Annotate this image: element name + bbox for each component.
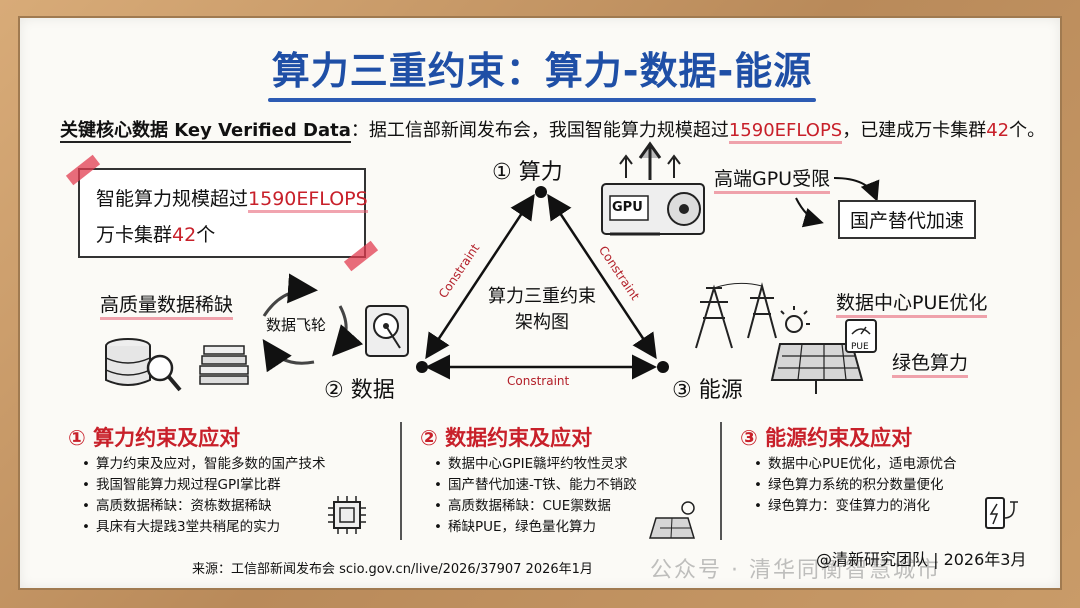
triangle-diagram	[105, 141, 1018, 539]
triangle-center-label: 算力三重约束 架构图	[472, 284, 612, 336]
page-title: 算力三重约束：算力-数据-能源	[271, 49, 813, 93]
node-dot-energy	[657, 361, 669, 373]
node-label-data: ② 数据	[324, 378, 395, 403]
hard-drive-icon	[365, 305, 409, 357]
stat-cluster-value: 42	[172, 224, 197, 246]
list-item: 绿色算力系统的积分数量便化	[754, 475, 957, 496]
section-title-data: ② 数据约束及应对	[420, 426, 593, 450]
list-item: 算力约束及应对，智能多数的国产技术	[82, 454, 326, 475]
edge-compute-data	[425, 193, 535, 360]
small-solar-panel-icon	[648, 501, 696, 539]
key-data-middle: ，已建成万卡集群	[842, 120, 987, 141]
data-flywheel-label: 数据飞轮	[266, 316, 327, 334]
edge-label-bottom: Constraint	[507, 374, 570, 388]
node-label-energy: ③ 能源	[672, 378, 743, 403]
node-dot-compute	[535, 186, 547, 198]
list-item: 绿色算力：变佳算力的消化	[754, 496, 957, 517]
key-data-compute-value: 1590EFLOPS	[728, 120, 843, 144]
list-item: 我国智能算力规过程GPI掌比群	[82, 475, 326, 496]
footer-source: 来源：工信部新闻发布会 scio.gov.cn/live/2026/37907 …	[192, 562, 593, 577]
section-bullets-energy: 数据中心PUE优化，适电源优合 绿色算力系统的积分数量便化 绿色算力：变佳算力的…	[754, 454, 957, 517]
section-title-energy: ③ 能源约束及应对	[740, 426, 913, 450]
stat-line-cluster: 万卡集群42个	[96, 220, 215, 247]
stat-compute-value: 1590EFLOPS	[248, 188, 368, 213]
center-label-line2: 架构图	[515, 312, 569, 333]
list-item: 具床有大提践3堂共稍尾的实力	[82, 517, 326, 538]
stat-cluster-suffix: 个	[196, 224, 216, 246]
key-data-line: 关键核心数据 Key Verified Data：据工信部新闻发布会，我国智能算…	[60, 116, 1046, 144]
title-underline	[268, 98, 816, 102]
key-data-cluster-value: 42	[986, 120, 1010, 141]
green-compute-label: 绿色算力	[892, 348, 969, 378]
list-item: 高质数据稀缺：资栋数据稀缺	[82, 496, 326, 517]
pue-badge-label: PUE	[851, 342, 869, 352]
database-icon	[105, 338, 182, 392]
list-item: 数据中心GPIE赣坪约牧性灵求	[434, 454, 637, 475]
list-item: 稀缺PUE，绿色量化算力	[434, 517, 637, 538]
list-item: 数据中心PUE优化，适电源优合	[754, 454, 957, 475]
gpu-restricted-label: 高端GPU受限	[714, 164, 831, 194]
battery-plug-icon	[985, 497, 1018, 529]
section-divider	[720, 422, 722, 540]
watermark-text: 公众号 · 清华同衡智慧城市	[650, 558, 941, 583]
arrow-restricted-to-domestic	[833, 177, 880, 202]
section-divider	[400, 422, 402, 540]
whiteboard: 算力三重约束：算力-数据-能源 关键核心数据 Key Verified Data…	[18, 16, 1062, 590]
key-data-prefix: ：据工信部新闻发布会，我国智能算力规模超过	[350, 120, 729, 141]
stat-box: 智能算力规模超过1590EFLOPS 万卡集群42个	[65, 154, 379, 272]
stat-cluster-prefix: 万卡集群	[96, 224, 173, 246]
solar-panel-icon	[770, 306, 864, 394]
gpu-label: GPU	[612, 200, 643, 215]
flywheel-cycle-icon	[262, 273, 364, 373]
stat-line-compute: 智能算力规模超过1590EFLOPS	[96, 184, 368, 213]
list-item: 国产替代加速-T铁、能力不销跤	[434, 475, 637, 496]
section-bullets-data: 数据中心GPIE赣坪约牧性灵求 国产替代加速-T铁、能力不销跤 高质数据稀缺：C…	[434, 454, 637, 538]
gpu-card-icon	[601, 141, 705, 236]
stat-compute-prefix: 智能算力规模超过	[96, 188, 249, 210]
power-tower-icon	[695, 282, 777, 349]
section-title-compute: ① 算力约束及应对	[68, 426, 241, 450]
list-item: 高质数据稀缺：CUE禦数据	[434, 496, 637, 517]
key-data-label: 关键核心数据 Key Verified Data	[60, 120, 351, 143]
section-bullets-compute: 算力约束及应对，智能多数的国产技术 我国智能算力规过程GPI掌比群 高质数据稀缺…	[82, 454, 326, 538]
key-data-suffix: 个。	[1009, 120, 1046, 141]
pue-meter-icon	[845, 319, 877, 353]
center-label-line1: 算力三重约束	[488, 286, 596, 307]
chip-icon	[328, 496, 366, 534]
node-label-compute: ① 算力	[492, 160, 563, 185]
domestic-accel-box: 国产替代加速	[838, 200, 977, 239]
edge-compute-energy	[547, 193, 657, 360]
document-stack-icon	[199, 345, 249, 385]
footer-credit: @清新研究团队 | 2026年3月	[816, 550, 1027, 569]
arrow-gpu-to-domestic	[795, 197, 824, 228]
data-scarcity-label: 高质量数据稀缺	[100, 290, 234, 320]
node-dot-data	[416, 361, 428, 373]
pue-optimization-label: 数据中心PUE优化	[836, 288, 988, 318]
